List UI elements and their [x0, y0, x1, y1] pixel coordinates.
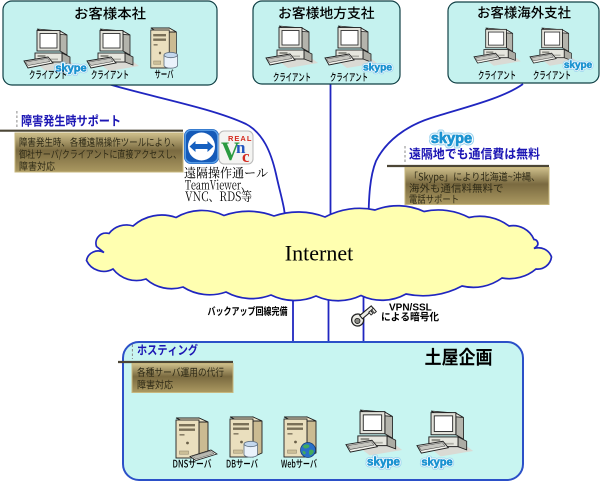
svg-text:n: n — [236, 138, 246, 157]
svg-text:c: c — [242, 147, 250, 166]
svg-text:Internet: Internet — [285, 241, 353, 266]
svg-text:REAL: REAL — [228, 134, 252, 143]
svg-text:V: V — [221, 137, 240, 166]
svg-text:VPN/SSL: VPN/SSL — [389, 303, 432, 314]
